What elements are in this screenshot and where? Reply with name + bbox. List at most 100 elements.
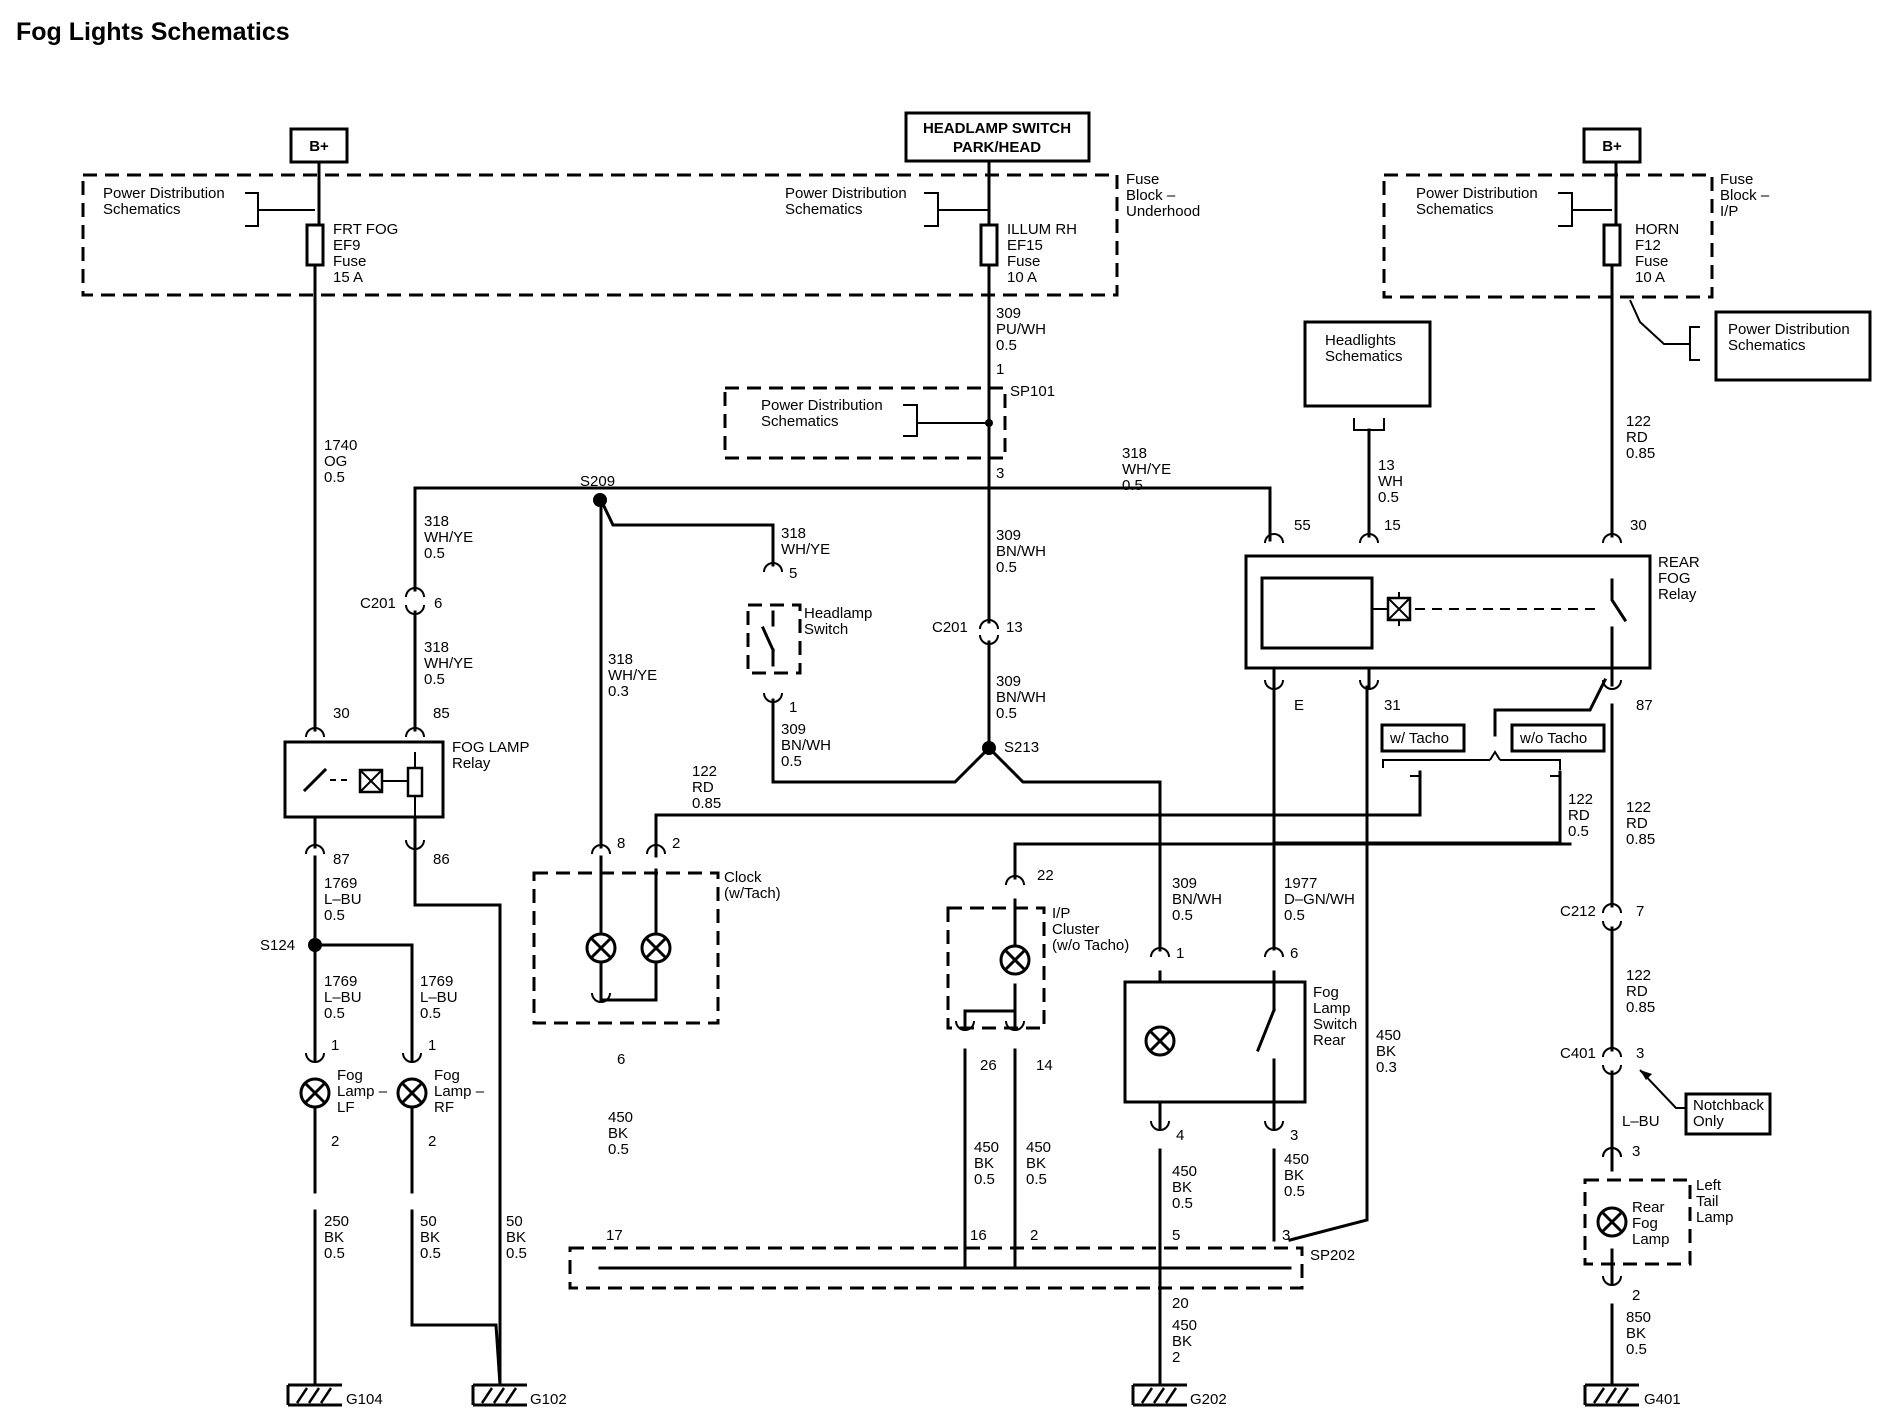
svg-text:0.5: 0.5 [324,1005,345,1022]
fuse-block-ip [1382,173,1714,299]
fuse-block-ip-label: Fuse Block – I/P [1720,171,1770,220]
svg-text:Schematics: Schematics [761,413,839,430]
svg-text:850: 850 [1626,1309,1651,1326]
svg-text:87: 87 [1636,697,1653,714]
svg-text:Relay: Relay [1658,586,1697,603]
svg-text:Fog: Fog [1632,1215,1658,1232]
svg-text:(w/o Tacho): (w/o Tacho) [1052,937,1129,954]
ground-g104-label: G104 [346,1391,383,1408]
svg-text:1769: 1769 [324,875,357,892]
connector-labels: C201 C201 C212 C401 [360,595,1596,1062]
svg-text:Switch: Switch [804,621,848,638]
fog-lamp-lf: Fog Lamp – LF [299,1067,388,1116]
svg-text:S213: S213 [1004,739,1039,756]
svg-text:15 A: 15 A [333,269,363,286]
svg-text:4: 4 [1176,1127,1184,1144]
svg-text:0.5: 0.5 [420,1005,441,1022]
svg-text:450: 450 [1284,1151,1309,1168]
svg-text:13: 13 [1378,457,1395,474]
svg-text:HORN: HORN [1635,221,1679,238]
svg-text:D–GN/WH: D–GN/WH [1284,891,1355,908]
svg-text:BK: BK [1376,1043,1396,1060]
svg-text:0.5: 0.5 [781,753,802,770]
svg-text:1740: 1740 [324,437,357,454]
svg-text:55: 55 [1294,517,1311,534]
splice-labels: S209 SP101 S213 S124 [260,383,1055,954]
left-tail-lamp-label: Left Tail Lamp [1696,1177,1734,1226]
svg-text:15: 15 [1384,517,1401,534]
svg-text:0.5: 0.5 [1172,1195,1193,1212]
svg-text:309: 309 [996,527,1021,544]
svg-text:BN/WH: BN/WH [996,543,1046,560]
svg-text:WH/YE: WH/YE [781,541,830,558]
headlamp-switch: Headlamp Switch [746,603,872,675]
svg-text:2: 2 [428,1133,436,1150]
svg-text:0.5: 0.5 [324,1245,345,1262]
svg-text:Fuse: Fuse [333,253,366,270]
svg-text:Schematics: Schematics [1728,337,1806,354]
svg-text:22: 22 [1037,867,1054,884]
svg-text:1977: 1977 [1284,875,1317,892]
clock: Clock (w/Tach) [532,868,781,1025]
svg-text:0.85: 0.85 [1626,831,1655,848]
headlamp-switch-park-head: HEADLAMP SWITCH PARK/HEAD [904,111,1091,163]
wire-lbu: L–BU [1622,1113,1660,1130]
svg-text:0.5: 0.5 [424,671,445,688]
svg-text:Fuse: Fuse [1720,171,1753,188]
svg-text:Power Distribution: Power Distribution [103,185,225,202]
svg-text:Power Distribution: Power Distribution [1728,321,1850,338]
svg-text:122: 122 [692,763,717,780]
rear-fog-lamp: Rear Fog Lamp [1583,1178,1692,1266]
svg-text:1: 1 [331,1037,339,1054]
svg-text:RD: RD [692,779,714,796]
svg-text:B+: B+ [1602,138,1622,155]
svg-text:87: 87 [333,851,350,868]
svg-text:0.5: 0.5 [420,1245,441,1262]
fuse-block-underhood [81,173,1119,297]
svg-text:BK: BK [974,1155,994,1172]
svg-text:EF15: EF15 [1007,237,1043,254]
svg-text:S209: S209 [580,473,615,490]
svg-text:450: 450 [1376,1027,1401,1044]
svg-text:BK: BK [1284,1167,1304,1184]
svg-text:309: 309 [1172,875,1197,892]
tacho-bracket [1382,750,1561,770]
option-w-tacho: w/ Tacho [1380,723,1466,753]
svg-text:L–BU: L–BU [324,891,362,908]
svg-text:122: 122 [1626,799,1651,816]
svg-text:Lamp: Lamp [1696,1209,1734,1226]
svg-text:3: 3 [1632,1143,1640,1160]
svg-text:0.5: 0.5 [424,545,445,562]
splice-sp101-dot [985,419,993,427]
svg-text:122: 122 [1568,791,1593,808]
svg-text:10 A: 10 A [1635,269,1665,286]
svg-text:3: 3 [1282,1227,1290,1244]
svg-text:0.5: 0.5 [1026,1171,1047,1188]
svg-text:(w/Tach): (w/Tach) [724,885,781,902]
svg-text:1769: 1769 [420,973,453,990]
fog-lamp-switch-rear: Fog Lamp Switch Rear [1123,978,1357,1104]
svg-text:1: 1 [428,1037,436,1054]
svg-text:SP202: SP202 [1310,1247,1355,1264]
svg-text:Lamp –: Lamp – [337,1083,388,1100]
svg-text:0.5: 0.5 [1378,489,1399,506]
svg-text:WH/YE: WH/YE [1122,461,1171,478]
svg-text:450: 450 [1172,1163,1197,1180]
ground-g401 [1583,1383,1641,1407]
splice-s213-dot [982,741,996,755]
svg-text:0.85: 0.85 [692,795,721,812]
svg-text:2: 2 [331,1133,339,1150]
svg-text:RD: RD [1626,815,1648,832]
